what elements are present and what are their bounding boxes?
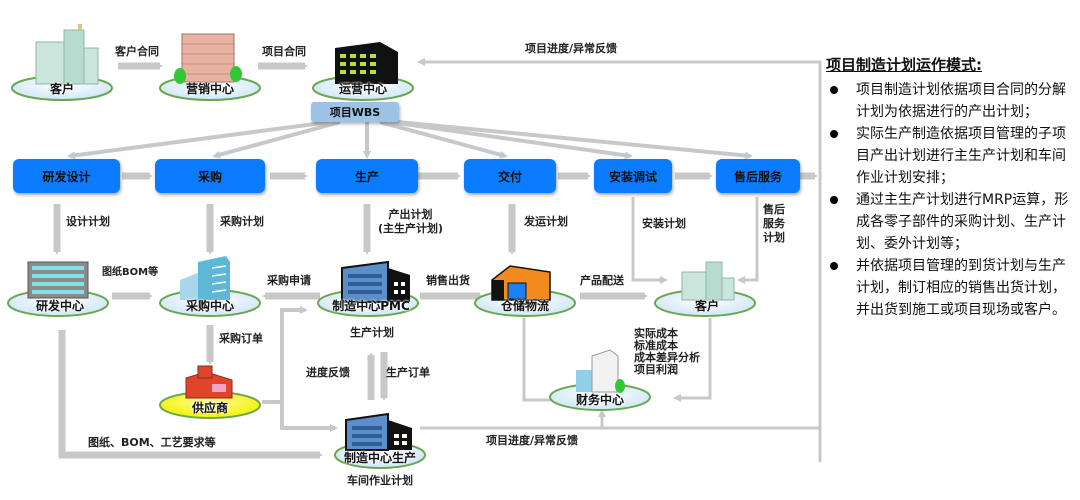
panel-bullet-text: 通过主生产计划进行MRP运算，形成各零子部件的采购计划、生产计划、委外计划等； bbox=[856, 192, 1069, 252]
node-supplier: 供应商 bbox=[191, 401, 229, 415]
label-progress-feedback-bottom: 项目进度/异常反馈 bbox=[486, 434, 579, 447]
arrow-wbs-to-delivery bbox=[379, 120, 508, 159]
node-pmc-center: 制造中心PMC bbox=[332, 299, 410, 313]
step-delivery[interactable]: 交付 bbox=[464, 159, 556, 193]
arrow-wbs-to-install bbox=[389, 120, 633, 160]
operations-building-icon bbox=[335, 42, 398, 84]
description-panel: 项目制造计划运作模式: 项目制造计划依据项目合同的分解计划为依据进行的产出计划；… bbox=[826, 54, 1076, 321]
bullet-dot-icon bbox=[830, 262, 838, 270]
node-customer-bottom: 客户 bbox=[694, 299, 720, 313]
node-purchasing-center: 采购中心 bbox=[185, 299, 235, 313]
step-rd-design[interactable]: 研发设计 bbox=[13, 159, 120, 193]
label-cost-items: 实际成本 标准成本 成本差异分析 项目利润 bbox=[634, 327, 700, 376]
arrow-wbs-to-rd bbox=[67, 120, 331, 160]
sales-building-icon bbox=[174, 33, 242, 84]
panel-bullet-text: 项目制造计划依据项目合同的分解计划为依据进行的产出计划； bbox=[856, 82, 1066, 120]
arrow-wbs-to-aftersales bbox=[397, 120, 753, 160]
node-rd-center: 研发中心 bbox=[35, 299, 85, 313]
panel-title: 项目制造计划运作模式: bbox=[826, 54, 1076, 75]
bullet-dot-icon bbox=[830, 86, 838, 94]
step-installation[interactable]: 安装调试 bbox=[594, 159, 672, 193]
node-sales-center: 营销中心 bbox=[185, 82, 235, 96]
feedback-loop-line bbox=[417, 58, 822, 462]
node-operations-center: 运营中心 bbox=[338, 82, 388, 96]
finance-building-icon bbox=[576, 349, 625, 393]
panel-bullet-text: 实际生产制造依据项目管理的子项目产出计划进行主生产计划和车间作业计划安排； bbox=[856, 126, 1066, 186]
project-wbs-box[interactable]: 项目WBS bbox=[311, 102, 399, 122]
production-sub-label: 车间作业计划 bbox=[347, 474, 413, 487]
warehouse-icon bbox=[491, 265, 551, 301]
label-output-plan: 产出计划 (主生产计划) bbox=[378, 208, 444, 235]
label-drawings-bom-process: 图纸、BOM、工艺要求等 bbox=[88, 436, 216, 449]
panel-bullet-list: 项目制造计划依据项目合同的分解计划为依据进行的产出计划； 实际生产制造依据项目管… bbox=[826, 79, 1076, 321]
panel-title-text: 项目制造计划运作模式 bbox=[826, 56, 977, 74]
customer-building-icon bbox=[35, 24, 99, 85]
connectors bbox=[53, 58, 822, 462]
label-product-delivery: 产品配送 bbox=[580, 274, 624, 287]
label-sales-shipment: 销售出货 bbox=[426, 274, 470, 287]
label-design-plan: 设计计划 bbox=[66, 215, 110, 228]
step-production[interactable]: 生产 bbox=[316, 159, 418, 193]
panel-title-suffix: : bbox=[976, 56, 983, 74]
panel-bullet: 通过主生产计划进行MRP运算，形成各零子部件的采购计划、生产计划、委外计划等； bbox=[826, 189, 1076, 255]
building-icons bbox=[27, 24, 735, 451]
supplier-building-icon bbox=[185, 365, 233, 399]
bullet-dot-icon bbox=[830, 130, 838, 138]
label-progress-feedback: 进度反馈 bbox=[306, 366, 350, 379]
label-project-contract: 项目合同 bbox=[262, 45, 306, 58]
node-finance-center: 财务中心 bbox=[575, 393, 625, 407]
label-progress-feedback-top: 项目进度/异常反馈 bbox=[525, 42, 618, 55]
label-shipping-plan: 发运计划 bbox=[524, 215, 568, 228]
label-purchase-order: 采购订单 bbox=[219, 332, 263, 345]
label-drawings-bom: 图纸BOM等 bbox=[102, 267, 159, 278]
production-factory-icon bbox=[345, 412, 412, 451]
bullet-dot-icon bbox=[830, 196, 838, 204]
node-customer-top: 客户 bbox=[49, 82, 75, 96]
pmc-sub-label: 生产计划 bbox=[350, 326, 394, 339]
rd-building-icon bbox=[27, 261, 89, 299]
arrow-wbs-to-purchase bbox=[212, 120, 341, 159]
customer-bottom-building-icon bbox=[681, 261, 735, 301]
panel-bullet: 并依据项目管理的到货计划与生产计划，制订相应的销售出货计划，并出货到施工或项目现… bbox=[826, 255, 1076, 321]
step-aftersales[interactable]: 售后服务 bbox=[716, 159, 800, 193]
label-purchase-plan: 采购计划 bbox=[220, 215, 264, 228]
panel-bullet: 实际生产制造依据项目管理的子项目产出计划进行主生产计划和车间作业计划安排； bbox=[826, 123, 1076, 189]
node-production-center: 制造中心生产 bbox=[343, 451, 417, 465]
panel-bullet: 项目制造计划依据项目合同的分解计划为依据进行的产出计划； bbox=[826, 79, 1076, 123]
label-customer-contract: 客户合同 bbox=[115, 45, 159, 58]
pmc-factory-icon bbox=[341, 260, 410, 303]
step-purchasing[interactable]: 采购 bbox=[155, 159, 265, 193]
label-production-order: 生产订单 bbox=[386, 366, 430, 379]
node-warehouse: 仓储物流 bbox=[500, 299, 550, 313]
label-aftersales-plan: 售后 服务 计划 bbox=[763, 203, 785, 244]
label-purchase-request: 采购申请 bbox=[267, 274, 311, 287]
purchasing-building-icon bbox=[180, 256, 230, 300]
label-install-plan: 安装计划 bbox=[642, 217, 686, 230]
panel-bullet-text: 并依据项目管理的到货计划与生产计划，制订相应的销售出货计划，并出货到施工或项目现… bbox=[856, 258, 1066, 318]
